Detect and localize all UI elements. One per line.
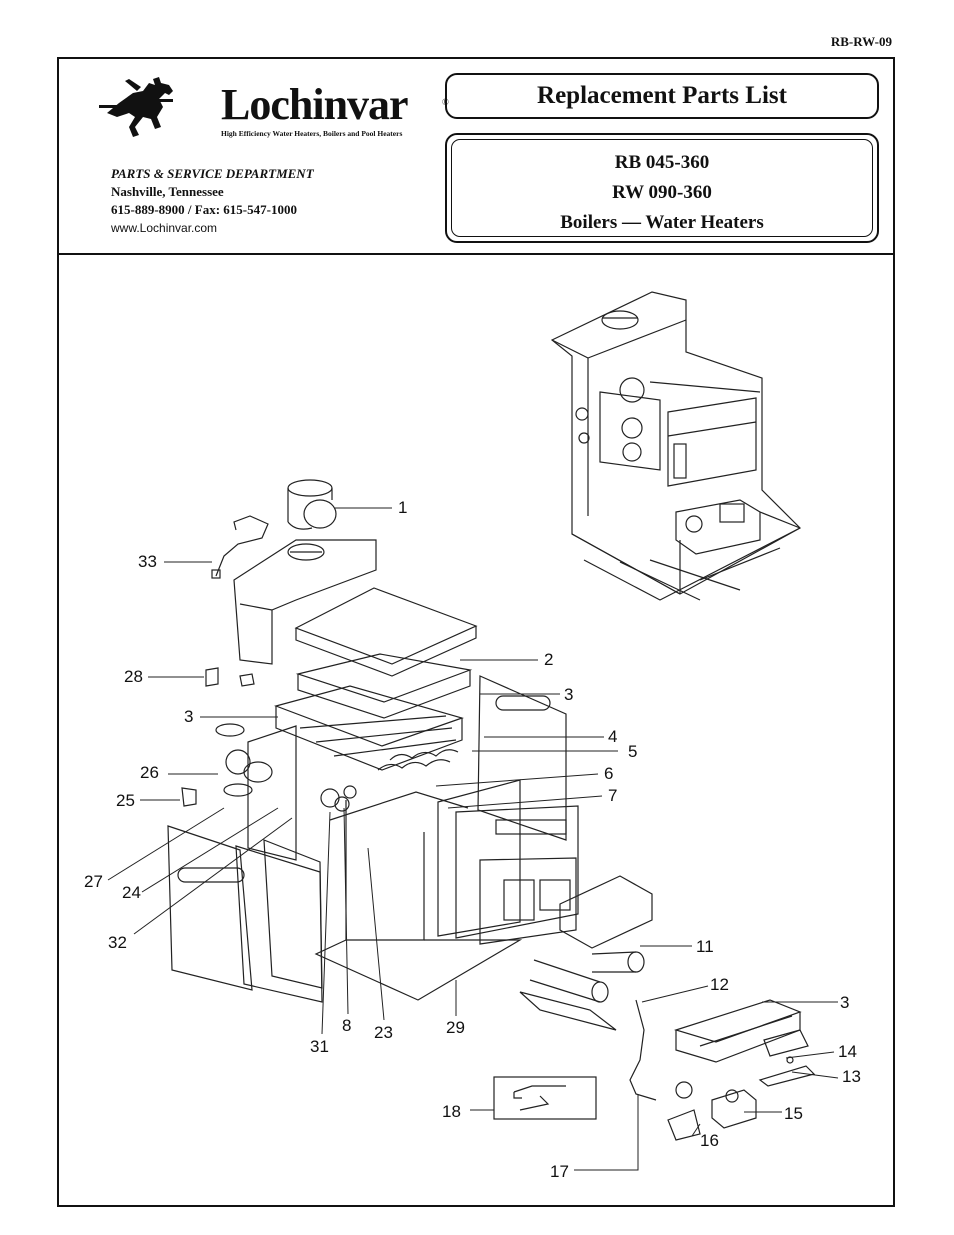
callout-16: 16 [700, 1131, 719, 1150]
callout-3-manifold: 3 [840, 993, 849, 1012]
callout-13: 13 [842, 1067, 861, 1086]
callout-1: 1 [398, 498, 407, 517]
callout-2: 2 [544, 650, 553, 669]
phone-fax: 615-889-8900 / Fax: 615-547-1000 [111, 202, 297, 217]
callout-15: 15 [784, 1104, 803, 1123]
callout-27: 27 [84, 872, 103, 891]
callout-8: 8 [342, 1016, 351, 1035]
contact-block: PARTS & SERVICE DEPARTMENT Nashville, Te… [111, 165, 314, 237]
callout-7: 7 [608, 786, 617, 805]
callout-11: 11 [696, 937, 714, 956]
document-code: RB-RW-09 [830, 34, 892, 49]
callout-leader-lines [107, 507, 839, 1171]
assembled-boiler-illustration [550, 291, 801, 601]
callout-28: 28 [124, 667, 143, 686]
callout-3-heat-exchanger: 3 [564, 685, 573, 704]
callout-25: 25 [116, 791, 135, 810]
brand-tagline: High Efficiency Water Heaters, Boilers a… [221, 129, 403, 138]
callout-6: 6 [604, 764, 613, 783]
callout-3-left: 3 [184, 707, 193, 726]
model-line-2: RW 090-360 [612, 182, 712, 203]
callout-18: 18 [442, 1102, 461, 1121]
callout-29: 29 [446, 1018, 465, 1037]
title-box: Replacement Parts List [445, 73, 879, 119]
callout-12: 12 [710, 975, 729, 994]
page-title: Replacement Parts List [537, 82, 787, 109]
header-divider [59, 253, 893, 255]
callout-17: 17 [550, 1162, 569, 1181]
callout-5: 5 [628, 742, 637, 761]
callout-14: 14 [838, 1042, 857, 1061]
model-line-3: Boilers — Water Heaters [560, 212, 764, 233]
callout-labels: 1 2 3 3 3 4 5 6 7 8 11 12 13 14 15 16 17… [84, 498, 861, 1181]
page-frame: Lochinvar ® High Efficiency Water Heater… [57, 57, 895, 1207]
city: Nashville, Tennessee [111, 184, 224, 199]
callout-26: 26 [140, 763, 159, 782]
model-box-inner: RB 045-360 RW 090-360 Boilers — Water He… [451, 139, 873, 237]
website-link[interactable]: www.Lochinvar.com [111, 221, 218, 235]
callout-33: 33 [138, 552, 157, 571]
callout-31: 31 [310, 1037, 329, 1056]
model-line-1: RB 045-360 [614, 152, 710, 173]
callout-23: 23 [374, 1023, 393, 1042]
callout-32: 32 [108, 933, 127, 952]
callout-24: 24 [122, 883, 141, 902]
department-name: PARTS & SERVICE DEPARTMENT [111, 166, 314, 181]
callout-4: 4 [608, 727, 617, 746]
exploded-boiler-illustration [167, 479, 816, 1141]
brand-name: Lochinvar [221, 80, 409, 129]
model-box: RB 045-360 RW 090-360 Boilers — Water He… [445, 133, 879, 243]
horse-rider-logo-icon [99, 77, 173, 137]
